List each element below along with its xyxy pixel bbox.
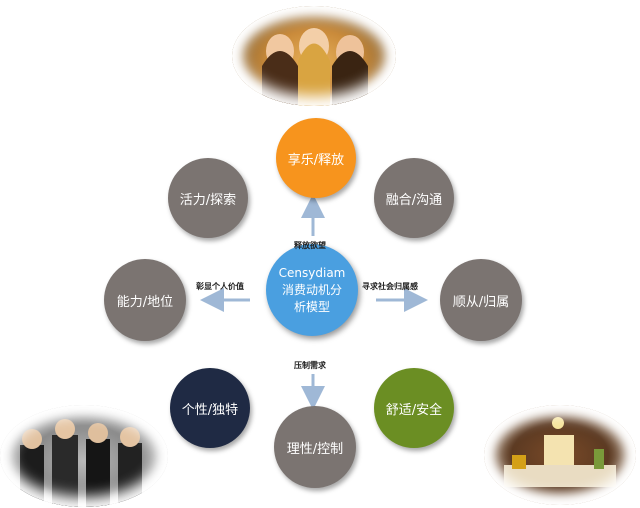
arrow-label-right: 寻求社会归属感	[362, 281, 418, 291]
node-right: 顺从/归属	[440, 259, 522, 341]
arrow-label-up: 释放欲望	[294, 240, 326, 250]
living-room-photo	[484, 405, 636, 505]
center-node: Censydiam 消费动机分 析模型	[266, 244, 358, 336]
node-top: 享乐/释放	[276, 118, 356, 198]
center-line-2: 消费动机分	[281, 282, 342, 297]
node-lower-right: 舒适/安全	[374, 368, 454, 448]
arrow-label-left: 彰显个人价值	[196, 281, 244, 291]
arrow-label-down: 压制需求	[294, 360, 326, 370]
node-upper-right: 融合/沟通	[374, 158, 454, 238]
node-lower-left: 个性/独特	[170, 368, 250, 448]
people-silhouette-icon	[20, 419, 142, 507]
center-title: Censydiam	[278, 265, 346, 280]
node-left: 能力/地位	[104, 259, 186, 341]
young-women-photo	[232, 6, 396, 106]
node-bottom: 理性/控制	[274, 406, 356, 488]
young-men-group-photo	[0, 405, 168, 507]
node-upper-left: 活力/探索	[168, 158, 248, 238]
center-line-3: 析模型	[293, 299, 330, 314]
people-silhouette-icon	[262, 28, 368, 106]
room-interior-icon	[504, 417, 616, 487]
